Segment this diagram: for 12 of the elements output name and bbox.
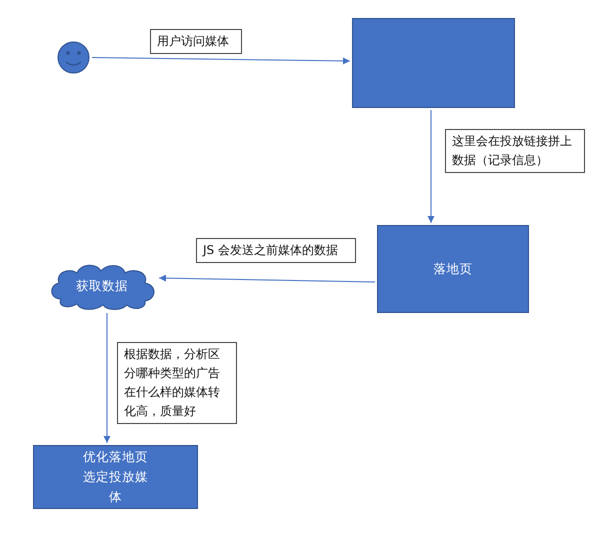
arrow xyxy=(428,110,434,224)
process-box xyxy=(352,18,515,108)
arrow xyxy=(158,274,376,282)
edge-label: 这里会在投放链接拼上数据（记录信息） xyxy=(445,129,585,173)
arrow xyxy=(104,312,110,444)
edge-label: 用户访问媒体 xyxy=(150,29,242,54)
edge-label: 根据数据，分析区分哪种类型的广告在什么样的媒体转化高，质量好 xyxy=(117,342,237,424)
process-box: 优化落地页选定投放媒体 xyxy=(33,445,198,509)
arrow xyxy=(92,57,350,64)
process-box: 落地页 xyxy=(377,225,529,313)
edge-label: JS 会发送之前媒体的数据 xyxy=(196,238,356,263)
smiley-icon xyxy=(57,41,90,74)
